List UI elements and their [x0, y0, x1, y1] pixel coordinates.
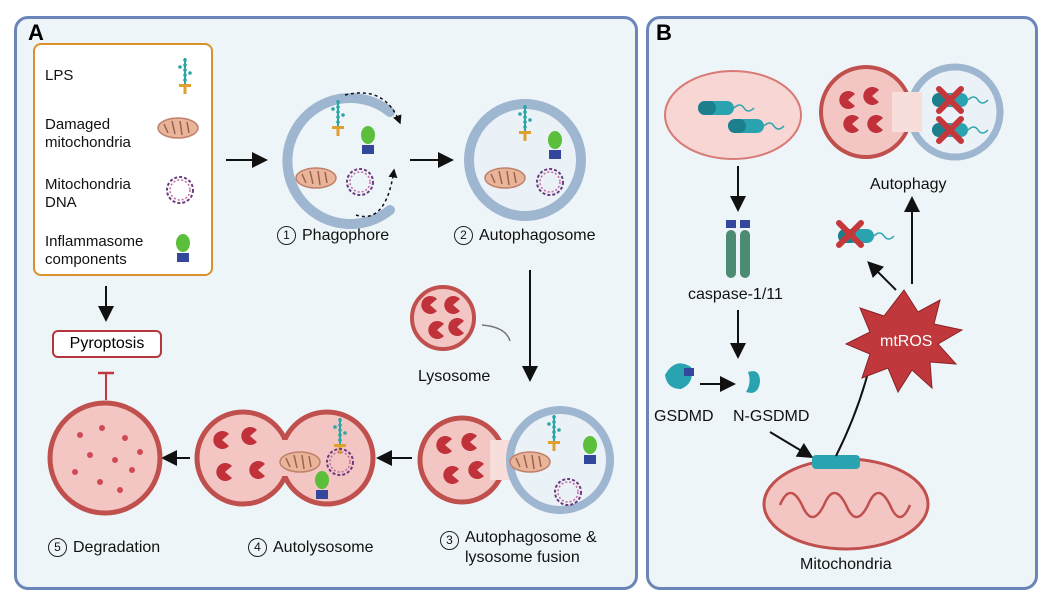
step-autophagosome: 2 Autophagosome: [454, 226, 596, 245]
mtros-label: mtROS: [880, 333, 933, 350]
panel-a-label: A: [28, 20, 44, 45]
lysosome-icon: [410, 285, 476, 351]
step-5-number: 5: [48, 538, 67, 557]
mtros-icon: [844, 289, 964, 394]
autolysosome-icon: [194, 409, 376, 507]
degradation-icon: [47, 400, 163, 516]
infected-cell-icon: [664, 70, 802, 160]
caspase-label: caspase-1/11: [688, 286, 783, 303]
legend-damaged-mitochondria-label: Damaged mitochondria: [45, 116, 131, 151]
phagophore-icon: [282, 92, 402, 229]
step-2-label: Autophagosome: [479, 226, 596, 244]
n-gsdmd-label: N-GSDMD: [733, 408, 810, 425]
legend-mitochondria-dna-label: Mitochondria DNA: [45, 176, 131, 211]
autophagosome-icon: [464, 99, 586, 221]
gsdmd-icon: [665, 363, 694, 389]
autophagy-vesicle-icon: [819, 63, 1004, 161]
panel-b-label: B: [656, 20, 672, 45]
step-3-number: 3: [440, 531, 459, 550]
step-fusion: 3 Autophagosome & lysosome fusion: [440, 528, 597, 568]
step-phagophore: 1 Phagophore: [277, 226, 389, 245]
killed-bacterium-icon: [838, 223, 895, 245]
step-1-number: 1: [277, 226, 296, 245]
step-degradation: 5 Degradation: [48, 538, 160, 557]
inflammasome-icon: [176, 234, 190, 262]
pyroptosis-box: Pyroptosis: [52, 330, 162, 358]
step-1-label: Phagophore: [302, 226, 390, 244]
step-4-label: Autolysosome: [273, 538, 374, 556]
mitochondria-label: Mitochondria: [800, 556, 892, 573]
autophagy-label: Autophagy: [870, 176, 947, 193]
step-3-label: Autophagosome & lysosome fusion: [465, 529, 597, 566]
lps-icon: [177, 57, 193, 95]
step-4-number: 4: [248, 538, 267, 557]
fusion-icon: [417, 406, 614, 514]
legend-lps-label: LPS: [45, 67, 74, 84]
n-gsdmd-icon: [746, 371, 760, 393]
lysosome-label: Lysosome: [418, 368, 491, 385]
damaged-mitochondria-icon: [157, 117, 199, 139]
gsdmd-label: GSDMD: [654, 408, 714, 425]
legend-inflammasome-label: Inflammasome components: [45, 233, 144, 268]
caspase-icon: [726, 220, 750, 278]
step-autolysosome: 4 Autolysosome: [248, 538, 374, 557]
mitochondria-dna-icon: [166, 176, 194, 204]
step-5-label: Degradation: [73, 538, 161, 556]
step-2-number: 2: [454, 226, 473, 245]
mitochondria-icon: [762, 455, 930, 551]
